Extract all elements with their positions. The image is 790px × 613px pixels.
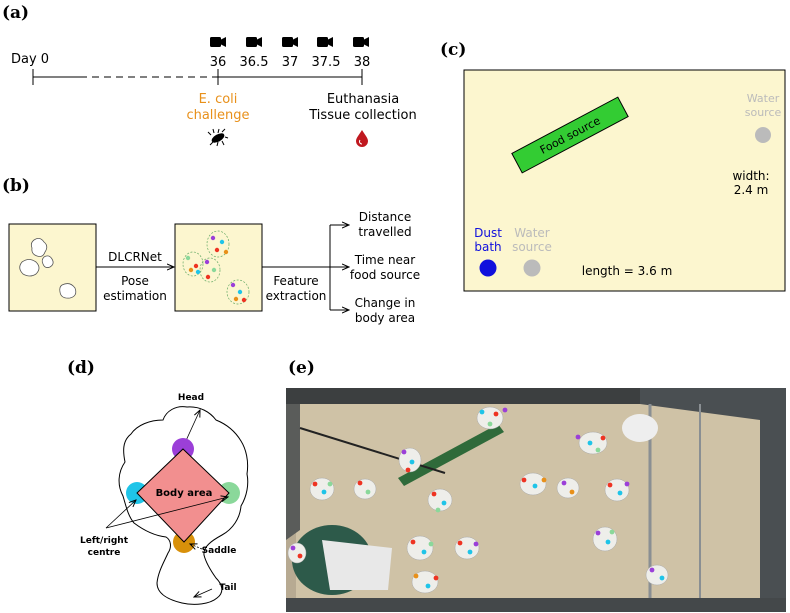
output-label: Distance [359, 210, 411, 224]
left-right-arrow [105, 497, 228, 529]
dust-bath [479, 259, 497, 277]
euthanasia-label: Euthanasia [327, 92, 399, 107]
panel-label-a: (a) [2, 3, 29, 23]
raw-frame-birds [19, 238, 77, 299]
day-label: 37 [282, 55, 299, 70]
estimation-label: estimation [103, 289, 167, 303]
camera-icon [246, 37, 262, 47]
output-label: Time near [354, 253, 416, 267]
pose-frame-birds [182, 230, 250, 305]
camera-icon [353, 37, 369, 47]
water-source-bottom [523, 259, 541, 277]
pen-floor [463, 69, 786, 292]
left-right-label: Left/right [80, 536, 129, 546]
dust-bath-label: bath [474, 240, 501, 254]
body-area-label: Body area [156, 488, 213, 499]
bird-outline [118, 406, 249, 605]
challenge-label-1: E. coli [199, 92, 238, 107]
bacteria-icon [207, 128, 229, 147]
saddle-arrow [190, 544, 203, 549]
panel-label-c: (c) [440, 40, 466, 60]
timeline [32, 69, 363, 85]
extraction-label: extraction [266, 289, 327, 303]
camera-icon [317, 37, 333, 47]
dust-bath-label: Dust [474, 226, 502, 240]
water-source-label: source [745, 106, 782, 119]
day-label: 36.5 [240, 55, 269, 70]
tail-label: Tail [219, 583, 236, 593]
day-label: 38 [354, 55, 371, 70]
left-right-arrow [105, 500, 136, 529]
keypoint-dots [290, 407, 665, 589]
saddle-label: Saddle [202, 546, 237, 556]
output-label: food source [350, 268, 420, 282]
output-label: travelled [358, 225, 411, 239]
camera-icon [210, 37, 226, 47]
water-source-label: source [512, 240, 552, 254]
output-label: Change in [355, 296, 416, 310]
width-value: 2.4 m [734, 183, 769, 197]
pose-frame-box [174, 223, 263, 312]
pose-keypoints [185, 235, 247, 303]
feature-label: Feature [273, 274, 318, 288]
day-label: 36 [210, 55, 227, 70]
panel-label-e: (e) [288, 358, 315, 378]
panel-label-d: (d) [67, 358, 95, 378]
head-label: Head [178, 393, 204, 403]
day-label: 37.5 [312, 55, 341, 70]
tissue-collection-label: Tissue collection [308, 108, 416, 123]
method-label: DLCRNet [108, 250, 162, 264]
width-label: width: [732, 169, 769, 183]
camera-icon [282, 37, 298, 47]
pose-label: Pose [121, 274, 149, 288]
tail-arrow [194, 588, 213, 597]
blood-drop-icon [356, 130, 368, 147]
challenge-label-2: challenge [186, 108, 249, 123]
length-label: length = 3.6 m [582, 264, 673, 278]
water-source-top [755, 127, 771, 143]
output-label: body area [355, 311, 415, 325]
pen-photo [286, 388, 786, 612]
left-right-label: centre [88, 548, 121, 558]
water-source-label: Water [747, 92, 780, 105]
panel-label-b: (b) [2, 176, 30, 196]
water-source-label: Water [514, 226, 550, 240]
body-area [136, 448, 230, 543]
day0-label: Day 0 [11, 52, 49, 67]
